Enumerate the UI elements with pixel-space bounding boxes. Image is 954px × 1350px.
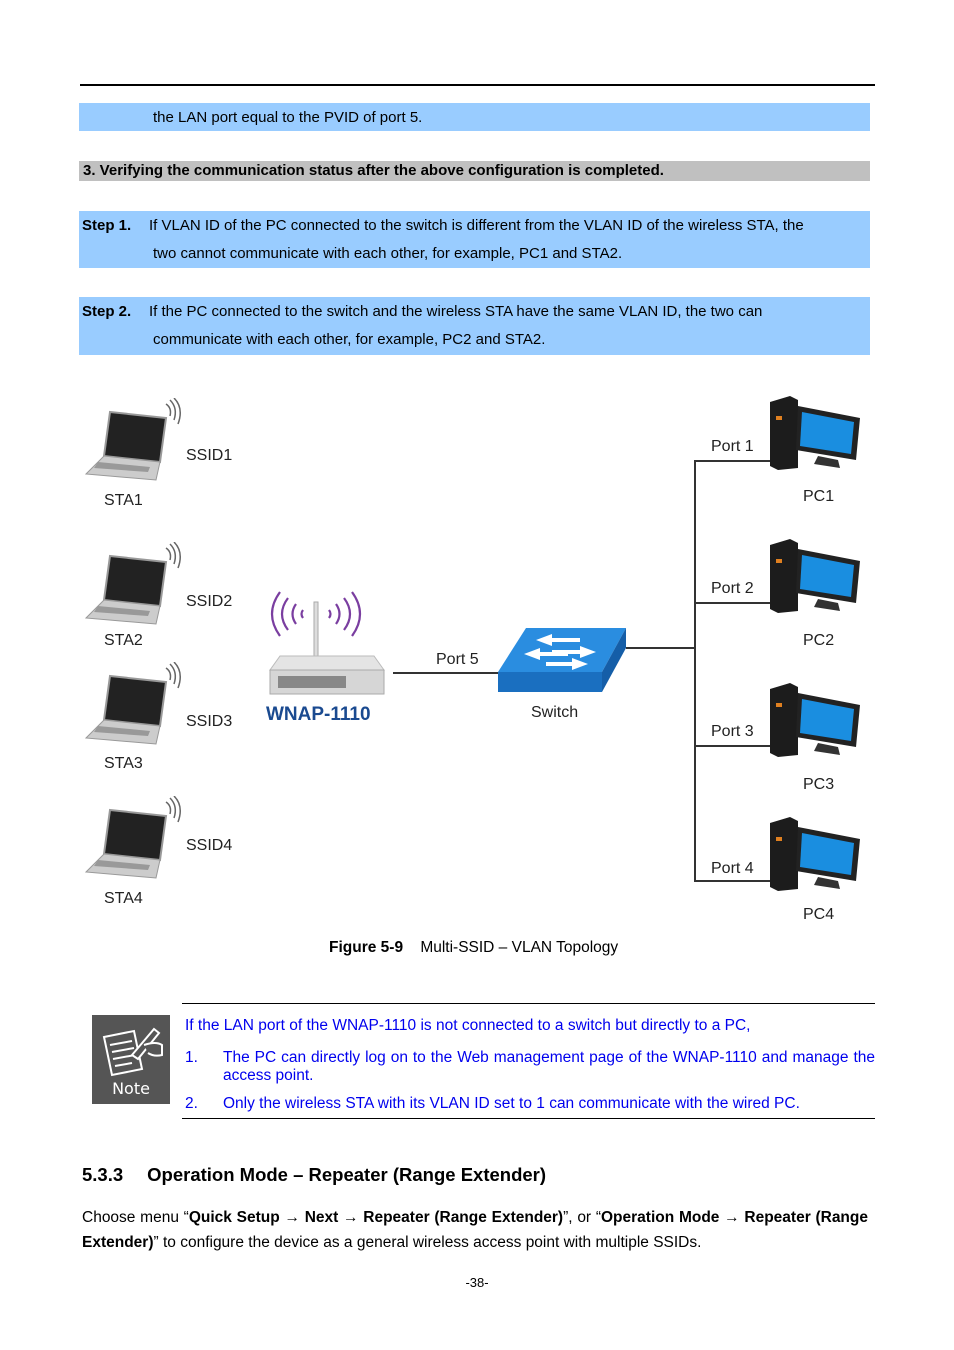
- step-text: If VLAN ID of the PC connected to the sw…: [149, 217, 804, 234]
- access-point-icon: [269, 591, 385, 695]
- step-text: communicate with each other, for example…: [153, 331, 546, 348]
- topology-diagram: STA1 SSID1 STA2 SSID2 STA3 SSID3 STA4 SS…: [84, 396, 860, 923]
- port-link: [694, 460, 770, 462]
- station-label: STA4: [104, 890, 143, 907]
- page-number: -38-: [465, 1275, 489, 1290]
- note-item-number: 1.: [185, 1049, 198, 1066]
- pc-icon: [770, 817, 860, 891]
- body-text: ”, or “: [563, 1209, 601, 1226]
- port-label: Port 3: [711, 723, 754, 740]
- info-row: the LAN port equal to the PVID of port 5…: [79, 103, 870, 131]
- pc-icon: [770, 539, 860, 613]
- step-1: Step 1. If VLAN ID of the PC connected t…: [79, 211, 870, 268]
- switch-icon: [498, 628, 626, 692]
- ssid-label: SSID1: [186, 447, 233, 464]
- note-item-text: The PC can directly log on to the Web ma…: [223, 1049, 875, 1084]
- switch-trunk-link: [626, 647, 695, 649]
- figure-caption: Figure 5-9 Multi-SSID – VLAN Topology: [329, 939, 618, 957]
- pc-icon: [770, 683, 860, 757]
- menu-path: Operation Mode → Repeater (Range Extende…: [82, 1209, 868, 1251]
- step-text: If the PC connected to the switch and th…: [149, 303, 763, 320]
- port-link: [694, 880, 770, 882]
- laptop-icon: [84, 542, 181, 625]
- ssid-label: SSID4: [186, 837, 233, 854]
- pc-label: PC2: [803, 632, 835, 649]
- step-label: Step 1.: [82, 217, 132, 234]
- step-text: two cannot communicate with each other, …: [153, 245, 623, 262]
- info-text: the LAN port equal to the PVID of port 5…: [153, 109, 423, 126]
- port-label: Port 1: [711, 438, 754, 455]
- heading-title: Operation Mode – Repeater (Range Extende…: [147, 1164, 547, 1185]
- pc-label: PC1: [803, 488, 835, 505]
- heading-number: 5.3.3: [82, 1164, 124, 1185]
- menu-path: Quick Setup → Next → Repeater (Range Ext…: [188, 1209, 564, 1226]
- port-label: Port 4: [711, 860, 754, 877]
- pc-icon: [770, 396, 860, 470]
- note-icon: Note: [92, 1015, 170, 1104]
- laptop-icon: [84, 796, 181, 879]
- step-label: Step 2.: [82, 303, 132, 320]
- pc-label: PC3: [803, 776, 835, 793]
- section-text: 3. Verifying the communication status af…: [83, 162, 664, 179]
- station-label: STA1: [104, 492, 143, 509]
- switch-label: Switch: [531, 704, 579, 721]
- note-icon-label: Note: [112, 1079, 150, 1098]
- bus-line: [694, 460, 696, 881]
- step-2: Step 2. If the PC connected to the switc…: [79, 297, 870, 355]
- ssid-label: SSID2: [186, 593, 233, 610]
- note-pencil-icon: [102, 1027, 163, 1077]
- section-row: 3. Verifying the communication status af…: [79, 161, 870, 181]
- ap-switch-link: [393, 672, 499, 674]
- section-heading: 5.3.3 Operation Mode – Repeater (Range Ex…: [82, 1164, 546, 1186]
- figure-number: Figure 5-9: [329, 939, 404, 956]
- note-intro: If the LAN port of the WNAP-1110 is not …: [185, 1017, 751, 1034]
- figure-title: Multi-SSID – VLAN Topology: [420, 939, 619, 956]
- pc-label: PC4: [803, 906, 835, 923]
- laptop-icon: [84, 662, 181, 745]
- port-5-label: Port 5: [436, 651, 479, 668]
- station-label: STA3: [104, 755, 143, 772]
- body-text: Choose menu “: [82, 1209, 189, 1226]
- body-paragraph: Choose menu “Quick Setup → Next → Repeat…: [82, 1205, 868, 1255]
- note-top-rule: [182, 1003, 875, 1004]
- note-item-text: Only the wireless STA with its VLAN ID s…: [223, 1095, 800, 1112]
- port-link: [694, 745, 770, 747]
- port-label: Port 2: [711, 580, 754, 597]
- ssid-label: SSID3: [186, 713, 233, 730]
- note-bottom-rule: [182, 1118, 875, 1119]
- laptop-icon: [84, 398, 181, 481]
- note-item-number: 2.: [185, 1095, 198, 1112]
- port-link: [694, 602, 770, 604]
- station-label: STA2: [104, 632, 143, 649]
- header-rule: [80, 84, 875, 86]
- body-text: ” to configure the device as a general w…: [153, 1234, 702, 1251]
- ap-label: WNAP-1110: [266, 704, 371, 725]
